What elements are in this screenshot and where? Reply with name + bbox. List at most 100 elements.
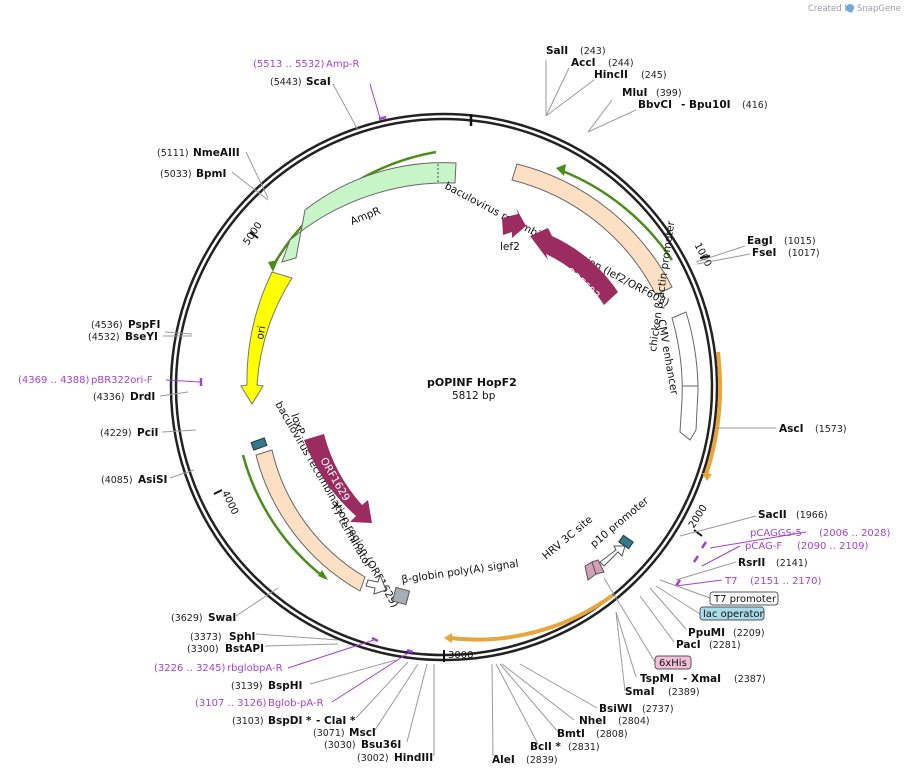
tick-label-5000: 5000 xyxy=(241,220,264,247)
t7-promoter-label: T7 promoter xyxy=(713,594,777,605)
primer-bglob-pa-r-range: (3107 .. 3126) xyxy=(195,698,267,709)
enzyme-bpmi-pos: (5033) xyxy=(160,169,192,180)
enzyme-bstapi[interactable]: BstAPI xyxy=(225,643,264,655)
beta-globin-feature xyxy=(391,586,411,606)
enzyme-swai[interactable]: SwaI xyxy=(208,612,236,624)
enzyme-nhei-pos: (2804) xyxy=(618,716,650,727)
enzyme-hincii[interactable]: HincII xyxy=(594,69,628,81)
lac-operator-box[interactable]: lac operator xyxy=(655,585,765,621)
enzyme-asci-pos: (1573) xyxy=(815,424,847,435)
ampr-label: AmpR xyxy=(349,205,383,228)
enzyme-ppumi-pos: (2209) xyxy=(733,628,765,639)
enzyme-tspmi[interactable]: TspMI xyxy=(640,673,674,685)
enzyme-smai[interactable]: SmaI xyxy=(625,686,655,698)
enzyme-bseyi[interactable]: BseYI xyxy=(125,331,158,343)
enzyme-scai[interactable]: ScaI xyxy=(306,76,331,88)
enzyme-nhei[interactable]: NheI xyxy=(579,715,606,727)
baculovirus-orf1629-region xyxy=(255,449,366,592)
enzyme-scai-pos: (5443) xyxy=(270,77,302,88)
enzyme-xmai[interactable]: - XmaI xyxy=(683,673,721,685)
p10-orange-arrow xyxy=(449,593,615,642)
enzyme-acci[interactable]: AccI xyxy=(571,57,595,69)
enzyme-mlui[interactable]: MluI xyxy=(622,87,647,99)
primer-pcaggs-5-range: (2006 .. 2028) xyxy=(819,528,891,539)
plasmid-name: pOPINF HopF2 xyxy=(427,376,517,389)
enzyme-nmeaiii[interactable]: NmeAIII xyxy=(193,147,240,159)
enzyme-bbvci[interactable]: BbvCI xyxy=(638,99,672,111)
enzyme-bsu36i[interactable]: Bsu36I xyxy=(361,739,401,751)
primer-bglob-pa-r[interactable]: Bglob-pA-R xyxy=(268,698,324,709)
enzyme-bspdi[interactable]: BspDI * xyxy=(268,715,312,727)
enzyme-rsrii-pos: (2141) xyxy=(776,558,808,569)
beta-globin-label: β-globin poly(A) signal xyxy=(401,558,520,586)
lef2-feature xyxy=(502,208,526,238)
enzyme-bcli-pos: (2831) xyxy=(568,742,600,753)
ampr-feature xyxy=(281,162,457,263)
primer-rbglobpa-r-range: (3226 .. 3245) xyxy=(154,663,226,674)
primer-rbglobpa-r[interactable]: rbglobpA-R xyxy=(227,663,283,674)
enzyme-bpu10i[interactable]: - Bpu10I xyxy=(681,99,731,111)
primer-pcag-f-range: (2090 .. 2109) xyxy=(797,541,869,552)
enzyme-bsphi[interactable]: BspHI xyxy=(268,680,302,692)
ori-feature xyxy=(240,271,293,405)
enzyme-fsei-pos: (1017) xyxy=(788,248,820,259)
enzyme-smai-pos: (2389) xyxy=(668,687,700,698)
enzyme-sacii-pos: (1966) xyxy=(796,510,828,521)
plasmid-size: 5812 bp xyxy=(452,390,496,402)
p10-promoter-feature xyxy=(599,545,626,567)
enzyme-nmeaiii-pos: (5111) xyxy=(157,148,189,159)
primer-pbr322ori-f[interactable]: pBR322ori-F xyxy=(91,375,153,386)
enzyme-asisi[interactable]: AsiSI xyxy=(138,474,167,486)
watermark-brand: SnapGene xyxy=(857,4,901,14)
enzyme-bsphi-pos: (3139) xyxy=(231,681,263,692)
snapgene-logo-icon xyxy=(846,4,854,12)
enzyme-bseyi-pos: (4532) xyxy=(88,332,120,343)
enzyme-clai[interactable]: - ClaI * xyxy=(316,715,356,727)
enzyme-msci-pos: (3071) xyxy=(313,728,345,739)
enzyme-asci[interactable]: AscI xyxy=(779,423,804,435)
loxp-feature xyxy=(250,437,268,451)
enzyme-paci[interactable]: PacI xyxy=(676,639,701,651)
lef2-label: lef2 xyxy=(500,241,520,253)
enzyme-bsiwi-pos: (2737) xyxy=(642,704,674,715)
enzyme-bcli[interactable]: BclI * xyxy=(530,741,561,753)
small-teal-feature xyxy=(618,534,634,550)
enzyme-pcii[interactable]: PciI xyxy=(137,427,158,439)
enzyme-msci[interactable]: MscI xyxy=(349,727,376,739)
cmv-orange-arrow xyxy=(704,351,723,476)
enzyme-drdi[interactable]: DrdI xyxy=(130,391,155,403)
enzyme-pcii-pos: (4229) xyxy=(100,428,132,439)
enzyme-rsrii[interactable]: RsrII xyxy=(738,557,765,569)
enzyme-swai-pos: (3629) xyxy=(171,613,203,624)
enzyme-fsei[interactable]: FseI xyxy=(752,247,776,259)
enzyme-ppumi[interactable]: PpuMI xyxy=(688,627,725,639)
enzyme-acci-pos: (244) xyxy=(608,58,634,69)
primer-t7[interactable]: T7 xyxy=(724,576,737,587)
enzyme-mlui-pos: (399) xyxy=(656,88,682,99)
enzyme-hincii-pos: (245) xyxy=(641,70,667,81)
enzyme-alei-pos: (2839) xyxy=(526,755,558,766)
enzyme-sacii[interactable]: SacII xyxy=(758,509,787,521)
enzyme-pspfi[interactable]: PspFI xyxy=(128,319,160,331)
primer-amp-r[interactable]: Amp-R xyxy=(326,59,360,70)
enzyme-bpmi[interactable]: BpmI xyxy=(196,168,226,180)
primer-pcaggs-5[interactable]: pCAGGS-5 xyxy=(750,528,802,539)
enzyme-bsiwi[interactable]: BsiWI xyxy=(599,703,632,715)
t7-promoter-box[interactable]: T7 promoter xyxy=(659,579,779,606)
enzyme-pspfi-pos: (4536) xyxy=(91,320,123,331)
tick-label-3000: 3000 xyxy=(448,650,473,661)
enzyme-hindiii[interactable]: HindIII xyxy=(394,752,433,764)
enzyme-hindiii-pos: (3002) xyxy=(357,753,389,764)
enzyme-eagi[interactable]: EagI xyxy=(747,235,773,247)
enzyme-bbvci-pos: (416) xyxy=(742,100,768,111)
hrv-3c-label: HRV 3C site xyxy=(540,514,595,563)
primer-pcag-f[interactable]: pCAG-F xyxy=(745,541,782,552)
enzyme-bmti[interactable]: BmtI xyxy=(557,728,585,740)
enzyme-sali[interactable]: SalI xyxy=(546,45,568,57)
enzyme-tspmi-pos: (2387) xyxy=(734,674,766,685)
enzyme-sphi[interactable]: SphI xyxy=(229,631,255,643)
watermark-created-by: Created by xyxy=(808,4,855,14)
enzyme-alei[interactable]: AleI xyxy=(492,754,515,766)
his-tag-box[interactable]: 6xHis xyxy=(603,577,692,670)
